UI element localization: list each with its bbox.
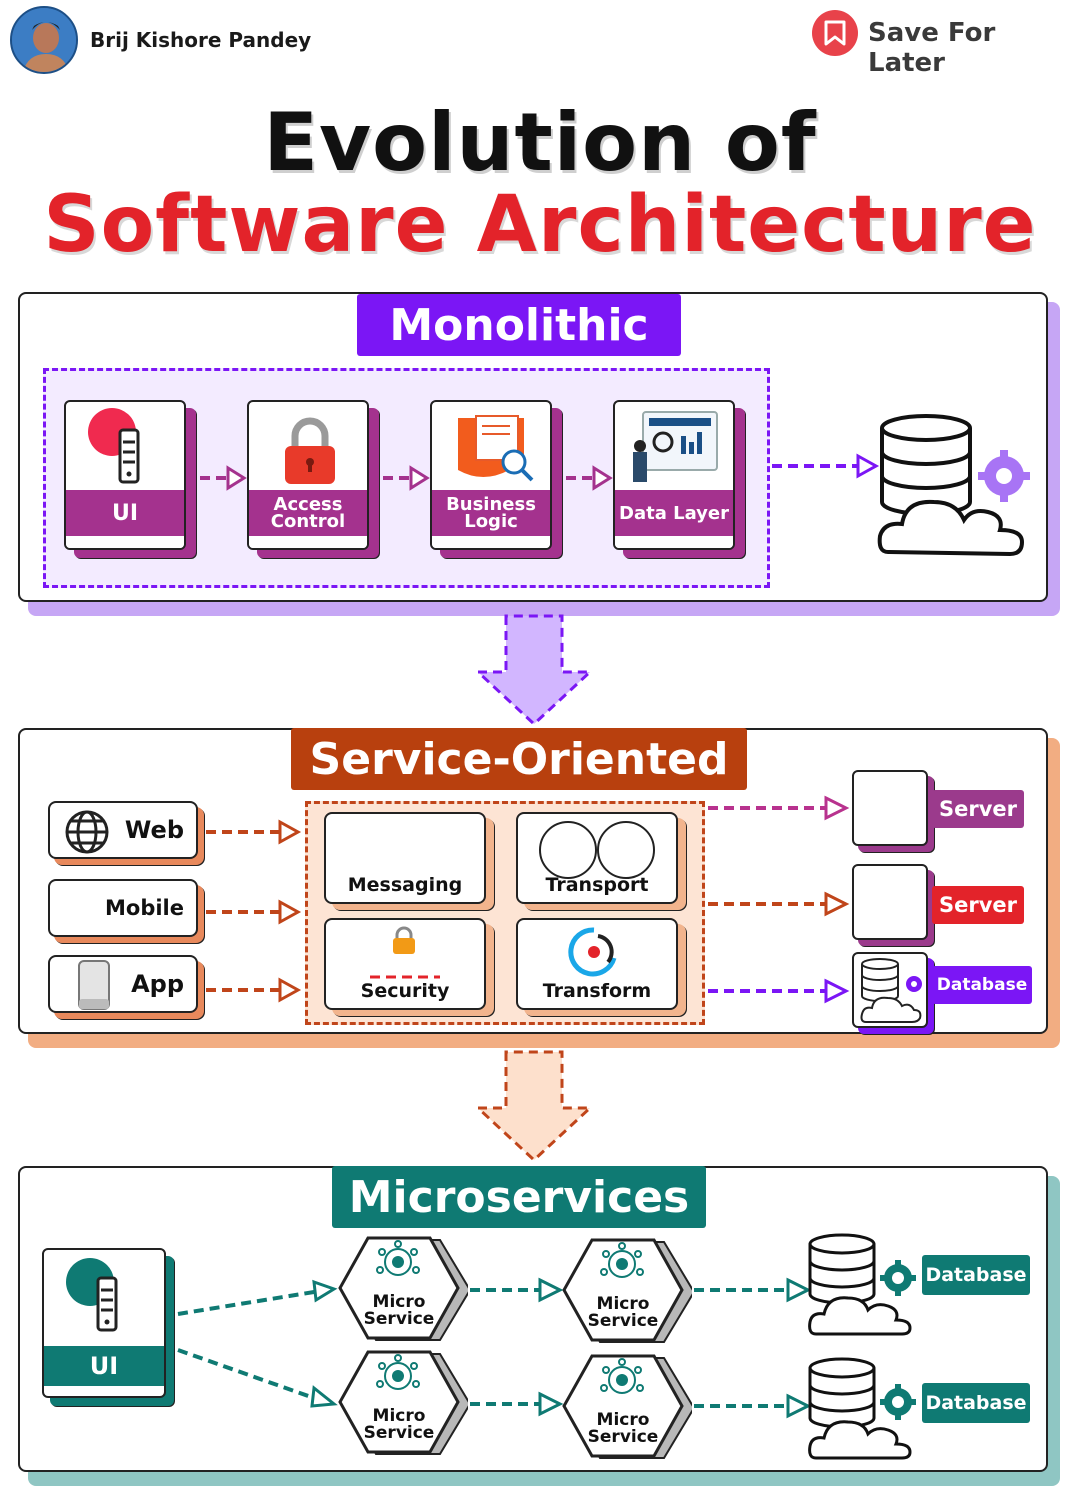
micro-db-tag-1: Database [922, 1255, 1030, 1295]
service-transport-label: Transport [545, 874, 649, 896]
microservice-2-label-2: Service [587, 1311, 659, 1331]
database-cloud-icon-2 [808, 1357, 916, 1460]
database-cloud-icon [877, 414, 1030, 557]
save-for-later-button[interactable]: Save For Later [868, 18, 996, 78]
server-tag-2: Server [932, 886, 1024, 924]
database-box [852, 952, 928, 1028]
microservice-3-label-2: Service [363, 1423, 435, 1443]
access-control-card: Access Control [247, 400, 369, 550]
service-transform-label: Transform [542, 980, 652, 1002]
soa-connectors [206, 795, 850, 1004]
bookmark-icon[interactable] [812, 10, 858, 56]
ui-card: UI [64, 400, 186, 550]
author-avatar [10, 6, 78, 74]
micro-db-tag-2: Database [922, 1383, 1030, 1423]
server-tag-1: Server [932, 790, 1024, 828]
service-transform: Transform [516, 918, 678, 1010]
phone-icon [66, 1258, 118, 1332]
microservice-1-label-2: Service [363, 1309, 435, 1329]
client-app: App [48, 955, 198, 1013]
service-transport: Transport [516, 812, 678, 904]
micro-ui-card: UI [42, 1248, 166, 1398]
micro-banner: Microservices [332, 1166, 706, 1228]
business-logic-card-label: Business Logic [432, 490, 550, 536]
microservice-4-label-2: Service [587, 1427, 659, 1447]
transport-icon [539, 821, 655, 879]
database-cloud-icon-1 [808, 1233, 916, 1336]
microservice-1: Micro Service [338, 1236, 468, 1344]
database-tag: Database [932, 966, 1032, 1004]
evolution-arrow-down-2 [474, 1050, 594, 1163]
client-app-label: App [131, 970, 184, 998]
microservice-3: Micro Service [338, 1350, 468, 1458]
monolithic-connectors [200, 453, 880, 491]
service-messaging-label: Messaging [347, 874, 463, 896]
service-security-label: Security [360, 980, 450, 1002]
phone-icon [78, 960, 110, 1010]
server-box-1 [852, 770, 928, 846]
microservice-4: Micro Service [562, 1354, 692, 1462]
database-cloud-icon [860, 958, 922, 1023]
microservice-2: Micro Service [562, 1238, 692, 1346]
data-layer-card: Data Layer [613, 400, 735, 550]
micro-ui-label: UI [44, 1346, 164, 1386]
microservice-1-label-1: Micro [372, 1292, 426, 1312]
transform-icon [568, 927, 617, 977]
client-web-label: Web [124, 816, 184, 844]
service-messaging: Messaging [324, 812, 486, 904]
client-mobile-label: Mobile [105, 896, 184, 920]
service-security: Security [324, 918, 486, 1010]
globe-icon [65, 810, 109, 854]
micro-connectors [177, 1277, 812, 1419]
page-title: Evolution of [263, 96, 817, 189]
microservice-3-label-1: Micro [372, 1406, 426, 1426]
data-layer-card-label: Data Layer [615, 490, 733, 536]
ui-card-label: UI [66, 490, 184, 536]
soa-banner: Service-Oriented [291, 728, 747, 790]
client-web: Web [48, 801, 198, 859]
monolithic-banner: Monolithic [357, 294, 681, 356]
author-name: Brij Kishore Pandey [90, 28, 312, 52]
access-control-card-label: Access Control [249, 490, 367, 536]
evolution-arrow-down-1 [474, 614, 594, 727]
microservice-2-label-1: Micro [596, 1294, 650, 1314]
microservice-4-label-1: Micro [596, 1410, 650, 1430]
server-box-2 [852, 864, 928, 940]
client-mobile: Mobile [48, 879, 198, 937]
page-subtitle: Software Architecture [43, 180, 1037, 270]
lock-icon [393, 926, 415, 954]
business-logic-card: Business Logic [430, 400, 552, 550]
